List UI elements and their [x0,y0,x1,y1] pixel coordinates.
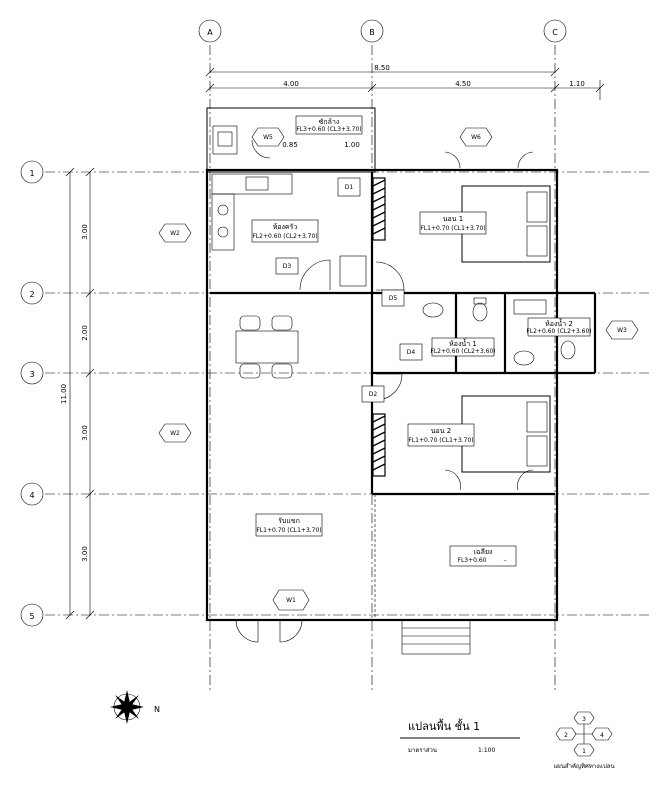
svg-text:ห้องน้ำ 2: ห้องน้ำ 2 [545,317,573,328]
key-number-1: 1 [582,748,586,755]
north-arrow-icon [110,690,144,724]
svg-text:1: 1 [29,169,34,178]
svg-text:FL3+0.60 (CL3+3.70): FL3+0.60 (CL3+3.70) [296,126,361,133]
svg-text:รับแขก: รับแขก [278,517,300,525]
bath1-fixtures [422,297,488,322]
window-tag-w2-b: W2 [158,423,192,443]
svg-text:4: 4 [29,491,34,500]
dimension-lines-left [65,167,95,620]
drawing-title: แปลนพื้น ชั้น 1 [408,718,480,733]
svg-text:A: A [207,28,213,37]
svg-text:D1: D1 [345,184,354,191]
grid-bubble-5: 5 [20,603,44,627]
room-label-bed1: นอน 1 FL1+0.70 (CL1+3.70) [419,211,487,235]
exterior-walls [205,107,597,622]
dim-span-23: 2.00 [81,325,89,341]
dim-span-bc: 4.50 [455,80,471,88]
room-label-bath2: ห้องน้ำ 2 FL2+0.60 (CL2+3.60) [526,317,592,337]
svg-text:FL2+0.60 (CL2+3.70): FL2+0.60 (CL2+3.70) [252,233,317,240]
svg-text:FL3+0.60: FL3+0.60 [458,557,487,564]
dim-span-34: 3.00 [81,425,89,441]
svg-text:D2: D2 [369,391,378,398]
room-label-living: รับแขก FL1+0.70 (CL1+3.70) [255,513,323,537]
door-tag-d2: D2 [361,385,385,403]
window-tag-w6: W6 [459,127,493,147]
svg-text:W2: W2 [170,430,180,437]
svg-text:FL1+0.70 (CL1+3.70): FL1+0.70 (CL1+3.70) [408,437,473,444]
dim-overhang: 1.10 [569,80,585,88]
svg-text:FL1+0.70 (CL1+3.70): FL1+0.70 (CL1+3.70) [420,225,485,232]
kitchen-counter [211,173,367,287]
grid-bubble-b: B [360,19,384,43]
washing-machine [212,125,238,155]
grid-bubble-a: A [198,19,222,43]
svg-text:C: C [552,28,558,37]
door-tag-d1: D1 [337,177,361,197]
north-label: N [154,705,160,714]
svg-text:B: B [369,28,375,37]
svg-text:FL2+0.60 (CL2+3.60): FL2+0.60 (CL2+3.60) [430,348,495,355]
bed-2 [461,395,551,473]
svg-text:FL1+0.70 (CL1+3.70): FL1+0.70 (CL1+3.70) [256,527,321,534]
dim-counter-b: 1.00 [344,141,360,149]
key-plan [555,711,613,757]
scale-label: มาตราส่วน [408,747,437,754]
door-tag-d4: D4 [399,343,423,361]
wardrobe-bed2 [372,413,386,477]
svg-text:เฉลียง: เฉลียง [474,548,493,556]
door-tag-d3: D3 [275,257,299,275]
grid-bubble-c: C [543,19,567,43]
bath2-fixtures [513,299,576,366]
svg-text:ซักล้าง: ซักล้าง [319,118,340,126]
dim-span-ab: 4.00 [283,80,299,88]
svg-text:ห้องน้ำ 1: ห้องน้ำ 1 [449,337,477,348]
svg-text:W1: W1 [286,597,296,604]
grid-bubble-3: 3 [20,361,44,385]
svg-text:3: 3 [29,370,34,379]
room-label-bath1: ห้องน้ำ 1 FL2+0.60 (CL2+3.60) [430,337,496,357]
dim-span-45: 3.00 [81,546,89,562]
svg-text:ห้องครัว: ห้องครัว [273,223,298,231]
room-label-bed2: นอน 2 FL1+0.70 (CL1+3.70) [407,423,475,447]
key-number-2: 2 [564,732,568,739]
dining-table [235,315,299,379]
svg-text:W6: W6 [471,134,481,141]
room-label-laundry: ซักล้าง FL3+0.60 (CL3+3.70) [295,115,363,135]
svg-text:D5: D5 [389,295,398,302]
svg-text:W5: W5 [263,134,273,141]
svg-text:W2: W2 [170,230,180,237]
wardrobe-bed1 [372,177,386,241]
door-tag-d5: D5 [381,289,405,307]
room-label-terrace: เฉลียง FL3+0.60 – [449,545,517,567]
dim-overall-depth: 11.00 [60,384,68,404]
svg-text:5: 5 [29,612,34,621]
grid-bubble-4: 4 [20,482,44,506]
window-tag-w3: W3 [605,320,639,340]
svg-text:นอน 2: นอน 2 [431,427,451,435]
svg-text:D4: D4 [407,349,416,356]
svg-text:W3: W3 [617,327,627,334]
scale-value: 1:100 [478,747,495,754]
grid-bubble-1: 1 [20,160,44,184]
dim-span-12: 3.00 [81,224,89,240]
dim-counter-a: 0.85 [282,141,298,149]
key-number-4: 4 [600,732,604,739]
key-caption: แผนสำคัญทิศทางแปลน [553,763,614,770]
svg-text:–: – [504,557,507,564]
dimension-lines-top [205,67,605,100]
window-tag-w2-a: W2 [158,223,192,243]
room-label-kitchen: ห้องครัว FL2+0.60 (CL2+3.70) [251,219,319,243]
window-tag-w5: W5 [251,127,285,147]
terrace-stairs [401,619,471,655]
svg-text:D3: D3 [283,263,292,270]
window-tag-w1: W1 [272,589,310,611]
key-number-3: 3 [582,716,586,723]
svg-text:นอน 1: นอน 1 [443,215,463,223]
dim-overall-width: 8.50 [374,64,390,72]
svg-text:FL2+0.60 (CL2+3.60): FL2+0.60 (CL2+3.60) [526,328,591,335]
svg-text:2: 2 [29,290,34,299]
grid-bubble-2: 2 [20,281,44,305]
